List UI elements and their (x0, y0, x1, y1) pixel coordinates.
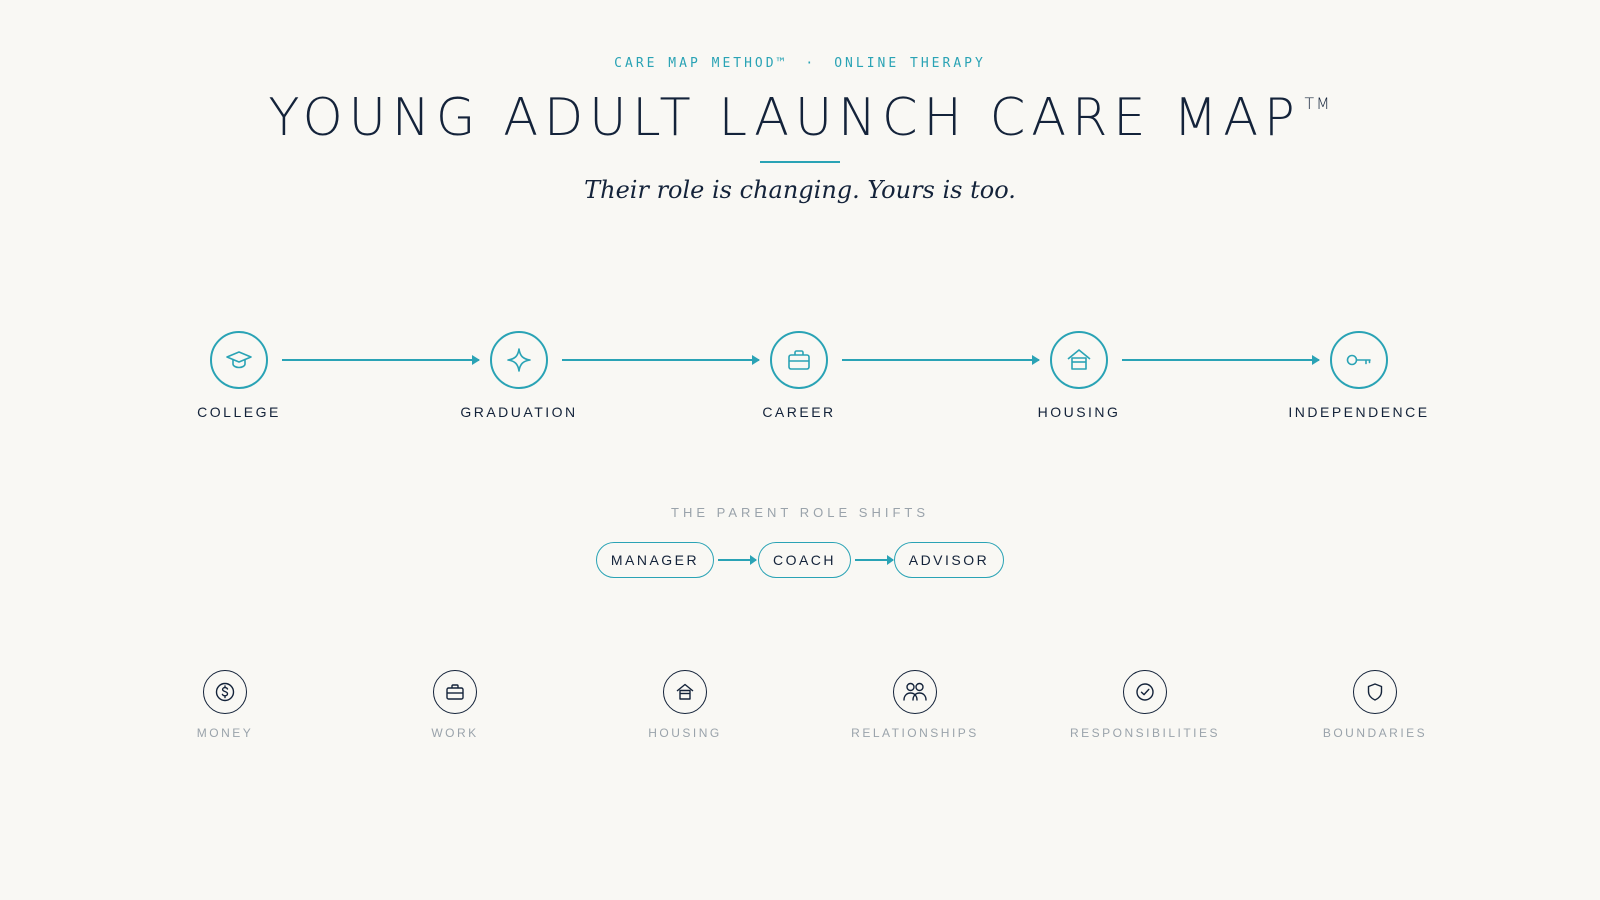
title-divider (760, 161, 840, 163)
timeline-arrow (562, 355, 760, 365)
briefcase-icon (446, 684, 464, 700)
kicker: CARE MAP METHOD™ · ONLINE THERAPY (0, 56, 1600, 71)
page-title-text: YOUNG ADULT LAUNCH CARE MAP (268, 88, 1301, 148)
timeline-arrow (282, 355, 480, 365)
timeline-arrow (842, 355, 1040, 365)
domain-boundaries-circle (1353, 670, 1397, 714)
domain-label-responsibilities: RESPONSIBILITIES (1069, 726, 1221, 740)
house-icon (1067, 349, 1091, 370)
kicker-online-therapy: ONLINE THERAPY (834, 56, 986, 71)
briefcase-icon (788, 350, 810, 370)
stage-label-housing: HOUSING (1037, 404, 1121, 420)
role-pill-advisor: ADVISOR (894, 542, 1004, 578)
dollar-icon (215, 682, 235, 702)
domain-work-circle (433, 670, 477, 714)
check-circle-icon (1136, 683, 1154, 701)
role-arrow (855, 555, 894, 565)
stage-graduation-circle (490, 331, 548, 389)
domain-housing-circle (663, 670, 707, 714)
domain-label-housing: HOUSING (648, 726, 722, 740)
stage-label-independence: INDEPENDENCE (1288, 404, 1430, 420)
graduation-cap-icon (226, 351, 252, 369)
stage-independence-circle (1330, 331, 1388, 389)
role-pill-manager: MANAGER (596, 542, 714, 578)
domain-label-money: MONEY (196, 726, 254, 740)
key-icon (1346, 354, 1371, 366)
tagline: Their role is changing. Yours is too. (584, 176, 1016, 204)
stage-college-circle (210, 331, 268, 389)
house-icon (676, 683, 694, 700)
role-pill-coach: COACH (758, 542, 851, 578)
domain-money-circle (203, 670, 247, 714)
sparkle-icon (507, 348, 531, 372)
kicker-method: CARE MAP METHOD™ (614, 56, 788, 71)
stage-career-circle (770, 331, 828, 389)
domain-label-work: WORK (431, 726, 479, 740)
stage-label-graduation: GRADUATION (460, 404, 578, 420)
domain-label-relationships: RELATIONSHIPS (851, 726, 979, 740)
people-icon (903, 682, 927, 701)
parent-role-heading: THE PARENT ROLE SHIFTS (671, 505, 929, 520)
stage-label-career: CAREER (762, 404, 836, 420)
trademark-mark: TM (1304, 94, 1332, 113)
kicker-separator: · (805, 56, 817, 71)
domain-label-boundaries: BOUNDARIES (1322, 726, 1428, 740)
domain-relationships-circle (893, 670, 937, 714)
stage-label-college: COLLEGE (197, 404, 281, 420)
role-arrow (718, 555, 757, 565)
timeline-arrow (1122, 355, 1320, 365)
shield-icon (1367, 683, 1383, 701)
domain-responsibilities-circle (1123, 670, 1167, 714)
stage-housing-circle (1050, 331, 1108, 389)
